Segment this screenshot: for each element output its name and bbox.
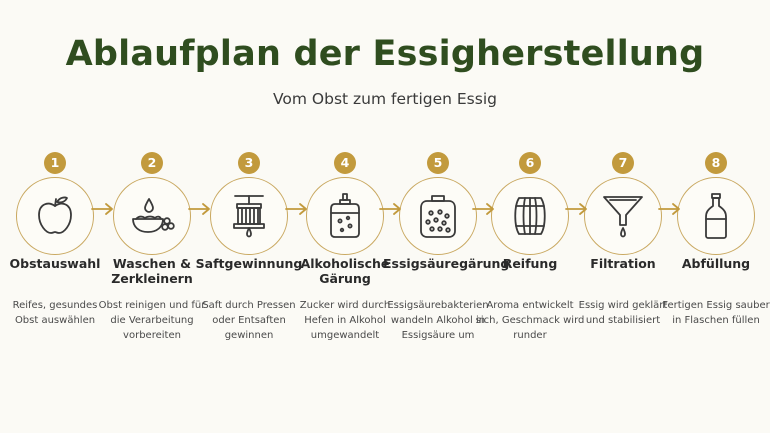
step-number-badge: 5: [427, 152, 449, 174]
barrel-icon: [514, 197, 546, 235]
process-step-4: 4 Alkoholische Gärung Zucker wird durch …: [298, 152, 392, 341]
step-number-badge: 1: [44, 152, 66, 174]
step-number-badge: 6: [519, 152, 541, 174]
funnel-icon: [603, 196, 643, 238]
step-name: Filtration: [590, 256, 656, 271]
arrow-right-icon: [565, 203, 587, 215]
process-step-7: 7 Filtration Essig wird geklärt und stab…: [576, 152, 670, 326]
step-description: Zucker wird durch Hefen in Alkohol umgew…: [299, 300, 391, 341]
step-number-badge: 3: [238, 152, 260, 174]
step-description: Saft durch Pressen oder Entsaften gewinn…: [202, 300, 296, 341]
step-icon-circle: [306, 177, 384, 255]
process-step-2: 2 Waschen & Zerkleinern Obst reinigen un…: [99, 152, 205, 341]
step-description: Essig wird geklärt und stabilisiert: [578, 300, 668, 326]
arrow-right-icon: [472, 203, 494, 215]
process-step-6: 6 Reifung Aroma entwickelt sich, Geschma…: [476, 152, 584, 341]
fermentation-jar-icon: [330, 193, 360, 238]
process-step-8: 8 Abfüllung Fertigen Essig sauber in Fla…: [662, 152, 770, 326]
step-number-badge: 4: [334, 152, 356, 174]
arrow-right-icon: [188, 203, 210, 215]
arrow-right-icon: [285, 203, 307, 215]
step-icon-circle: [491, 177, 569, 255]
process-step-1: 1 Obstauswahl Reifes, gesundes Obst ausw…: [8, 152, 102, 326]
step-number-badge: 8: [705, 152, 727, 174]
page-subtitle: Vom Obst zum fertigen Essig: [273, 90, 497, 108]
apple-icon: [38, 196, 72, 234]
step-name: Reifung: [502, 256, 558, 271]
arrow-right-icon: [658, 203, 680, 215]
arrow-right-icon: [379, 203, 401, 215]
step-icon-circle: [584, 177, 662, 255]
step-number-badge: 2: [141, 152, 163, 174]
arrow-right-icon: [91, 203, 113, 215]
step-icon-circle: [113, 177, 191, 255]
step-name: Abfüllung: [681, 256, 751, 271]
fruit-press-icon: [233, 195, 265, 238]
step-icon-circle: [677, 177, 755, 255]
step-icon-circle: [399, 177, 477, 255]
step-description: Fertigen Essig sauber in Flaschen füllen: [662, 300, 770, 326]
step-description: Reifes, gesundes Obst auswählen: [12, 300, 98, 326]
process-step-5: 5 Essigsäuregärung Essigsäurebakterien w…: [383, 152, 509, 341]
bottle-icon: [705, 193, 727, 239]
step-description: Aroma entwickelt sich, Geschmack wird ru…: [475, 300, 585, 341]
page-title: Ablaufplan der Essigherstellung: [65, 34, 705, 74]
step-icon-circle: [16, 177, 94, 255]
step-name: Waschen & Zerkleinern: [111, 256, 193, 286]
step-description: Essigsäurebakterien wandeln Alkohol in E…: [387, 300, 489, 341]
wash-bowl-icon: [132, 198, 175, 233]
process-step-3: 3 Saftgewinnung Saft durch Pressen oder …: [196, 152, 302, 341]
step-number-badge: 7: [612, 152, 634, 174]
step-description: Obst reinigen und für die Verarbeitung v…: [98, 300, 206, 341]
step-icon-circle: [210, 177, 288, 255]
step-name: Alkoholische Gärung: [300, 256, 390, 286]
vinegar-jar-icon: [420, 195, 456, 238]
step-name: Obstauswahl: [9, 256, 101, 271]
step-name: Essigsäuregärung: [383, 256, 510, 271]
step-name: Saftgewinnung: [195, 256, 303, 271]
